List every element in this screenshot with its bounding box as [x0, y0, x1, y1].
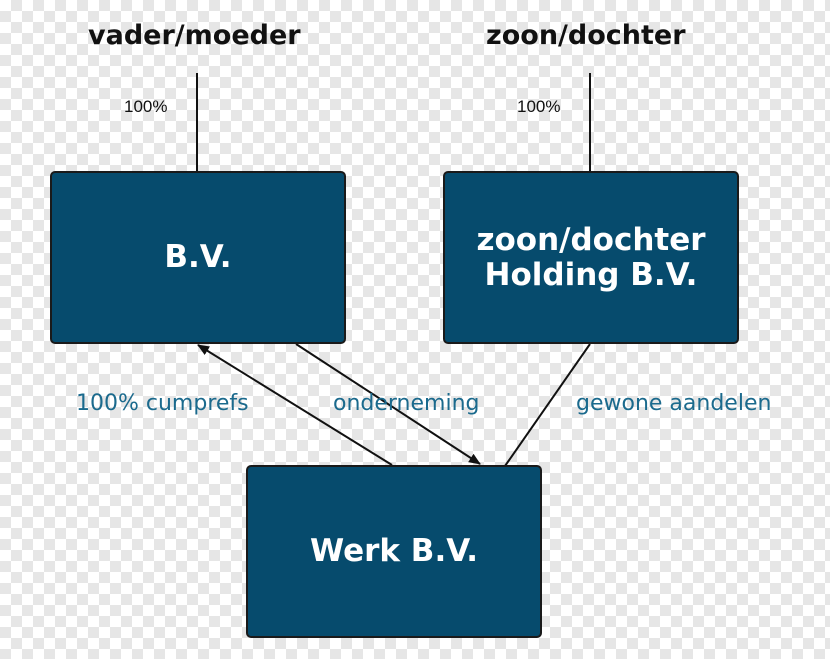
children-ownership-percentage: 100%	[517, 97, 561, 116]
children-owner-label: zoon/dochter	[486, 20, 686, 51]
cumprefs-arrow	[197, 344, 393, 466]
holding-bv-label-line2: Holding B.V.	[484, 256, 698, 293]
parents-ownership-percentage: 100%	[124, 97, 168, 116]
parent-bv-box: B.V.	[50, 171, 346, 344]
gewone-aandelen-edge-label: gewone aandelen	[576, 391, 772, 416]
onderneming-arrow	[295, 343, 481, 465]
parent-bv-label: B.V.	[164, 239, 232, 275]
werk-bv-box: Werk B.V.	[246, 465, 542, 638]
gewone-aandelen-line	[504, 343, 591, 467]
cumprefs-edge-label: 100% cumprefs	[76, 391, 249, 416]
onderneming-edge-label: onderneming	[333, 391, 480, 416]
parents-owner-label: vader/moeder	[88, 20, 301, 51]
holding-bv-label-line1: zoon/dochter	[476, 221, 706, 258]
holding-bv-box: zoon/dochter Holding B.V.	[443, 171, 739, 344]
werk-bv-label: Werk B.V.	[310, 533, 478, 569]
